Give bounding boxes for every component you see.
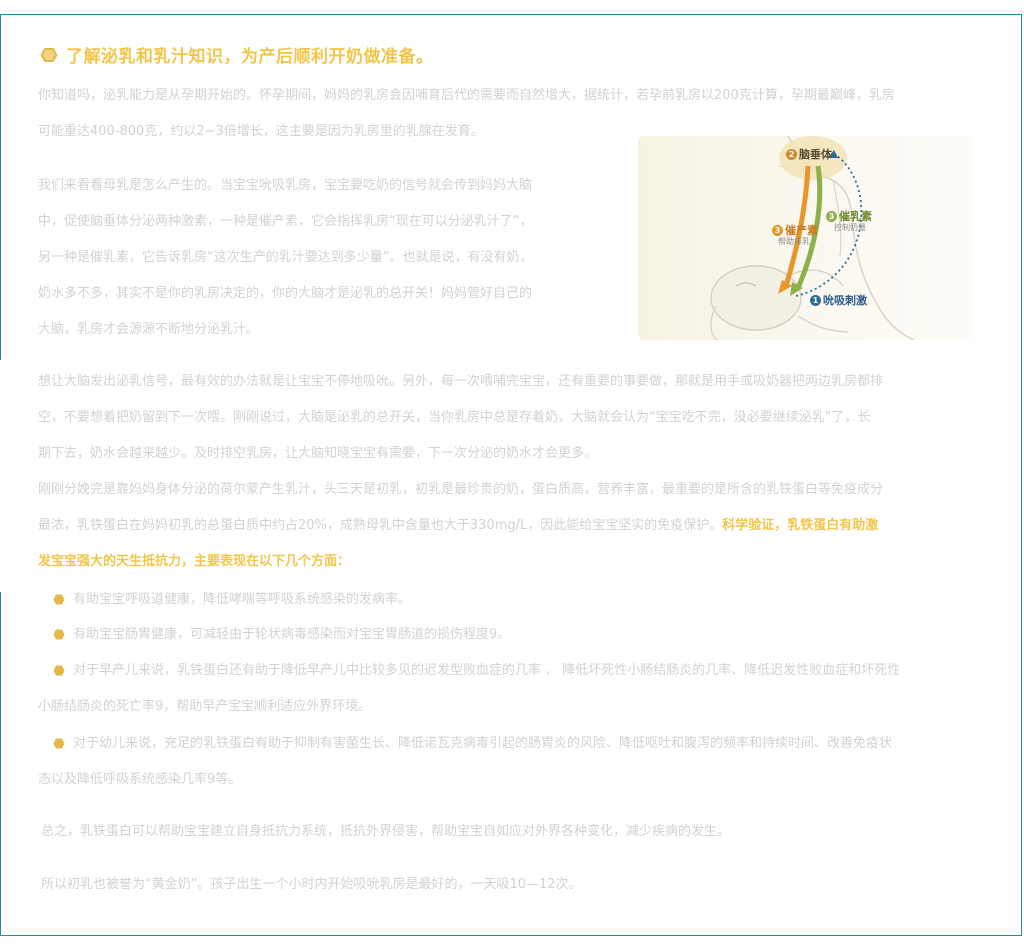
step-3b-badge: 3 (772, 225, 783, 236)
hexagon-bullet-icon (53, 629, 65, 640)
benefit-item-respiratory: 有助宝宝呼吸道健康，降低哮喘等呼吸系统感染的发病率。 (53, 582, 411, 618)
step-1-badge: 1 (810, 295, 821, 306)
production-line-3: 另一种是催乳素，它告诉乳房“这次生产的乳汁要达到多少量”。也就是说，有没有奶， (38, 250, 533, 265)
benefit-item-toddler: 对于幼儿来说，充足的乳铁蛋白有助于抑制有害菌生长、降低诺瓦克病毒引起的肠胃炎的风… (53, 726, 892, 762)
summary-text: 总之，乳铁蛋白可以帮助宝宝建立自身抵抗力系统，抵抗外界侵害，帮助宝宝自如应对外界… (41, 824, 731, 839)
production-line-5: 大脑，乳房才会源源不断地分泌乳汁。 (38, 322, 260, 337)
step-2-badge: 2 (786, 149, 797, 160)
production-line-4: 奶水多不多，其实不是你的乳房决定的，你的大脑才是泌乳的总开关！妈妈管好自己的 (38, 286, 533, 301)
benefit-toddler-continued: 态以及降低呼吸系统感染几率9等。 (38, 762, 241, 798)
benefit-text: 有助宝宝肠胃健康，可减轻由于轮状病毒感染而对宝宝胃肠道的损伤程度9。 (73, 627, 511, 642)
colostrum-highlight-2: 发宝宝强大的天生抵抗力，主要表现在以下几个方面： (38, 554, 351, 569)
content-frame (0, 14, 1022, 936)
benefit-item-digestive: 有助宝宝肠胃健康，可减轻由于轮状病毒感染而对宝宝胃肠道的损伤程度9。 (53, 617, 510, 653)
closing-paragraph: 所以初乳也被誉为“黄金奶”。孩子出生一个小时内开始吸吮乳房是最好的，一天吸10—… (41, 867, 582, 903)
benefit-text: 对于早产儿来说，乳铁蛋白还有助于降低早产儿中比较多见的迟发型败血症的几率 、 降… (73, 663, 901, 678)
production-line-2: 中，促使脑垂体分泌两种激素，一种是催产素，它会指挥乳房“现在可以分泌乳汁了”， (38, 214, 533, 229)
oxytocin-text: 催产素 (785, 224, 818, 237)
oxytocin-subtext: 帮助排乳 (778, 237, 810, 246)
intro-paragraph: 你知道吗，泌乳能力是从孕期开始的。怀孕期间，妈妈的乳房会因哺育后代的需要而自然增… (38, 78, 895, 150)
colostrum-line-2: 最浓，乳铁蛋白在妈妈初乳的总蛋白质中约占20%，成熟母乳中含量也大于330mg/… (38, 518, 723, 533)
frame-gap (0, 360, 3, 592)
step-3a-badge: 3 (826, 211, 837, 222)
benefit-text-continued: 小肠结肠炎的死亡率9，帮助早产宝宝顺利适应外界环境。 (38, 699, 372, 714)
prolactin-text: 催乳素 (839, 210, 872, 223)
intro-line-2: 可能重达400-800克，约以2~3倍增长，这主要是因为乳房里的乳腺在发育。 (38, 124, 484, 139)
colostrum-paragraph: 刚刚分娩完是靠妈妈身体分泌的荷尔蒙产生乳汁，头三天是初乳，初乳是最珍贵的奶，蛋白… (38, 472, 883, 580)
suckling-line-1: 想让大脑发出泌乳信号，最有效的办法就是让宝宝不停地吸吮。另外，每一次喂哺完宝宝，… (38, 374, 884, 389)
benefit-item-premature: 对于早产儿来说，乳铁蛋白还有助于降低早产儿中比较多见的迟发型败血症的几率 、 降… (53, 653, 900, 689)
closing-text: 所以初乳也被誉为“黄金奶”。孩子出生一个小时内开始吸吮乳房是最好的，一天吸10—… (41, 877, 582, 892)
benefit-text-continued: 态以及降低呼吸系统感染几率9等。 (38, 772, 242, 787)
page-title: 了解泌乳和乳汁知识，为产后顺利开奶做准备。 (66, 47, 434, 67)
benefit-text: 对于幼儿来说，充足的乳铁蛋白有助于抑制有害菌生长、降低诺瓦克病毒引起的肠胃炎的风… (73, 736, 893, 751)
summary-paragraph: 总之，乳铁蛋白可以帮助宝宝建立自身抵抗力系统，抵抗外界侵害，帮助宝宝自如应对外界… (41, 814, 730, 850)
intro-line-1: 你知道吗，泌乳能力是从孕期开始的。怀孕期间，妈妈的乳房会因哺育后代的需要而自然增… (38, 88, 895, 103)
prolactin-subtext: 控制奶量 (834, 223, 866, 232)
hexagon-bullet-icon (53, 665, 65, 676)
suckling-paragraph: 想让大脑发出泌乳信号，最有效的办法就是让宝宝不停地吸吮。另外，每一次喂哺完宝宝，… (38, 364, 883, 472)
hexagon-bullet-icon (53, 738, 65, 749)
suckling-stimulus-text: 吮吸刺激 (823, 294, 867, 307)
hexagon-bullet-icon (40, 47, 58, 62)
colostrum-line-1: 刚刚分娩完是靠妈妈身体分泌的荷尔蒙产生乳汁，头三天是初乳，初乳是最珍贵的奶，蛋白… (38, 482, 884, 497)
mother-baby-drawing (710, 136, 915, 340)
benefit-premature-continued: 小肠结肠炎的死亡率9，帮助早产宝宝顺利适应外界环境。 (38, 689, 371, 725)
production-line-1: 我们来看看母乳是怎么产生的。当宝宝吮吸乳房，宝宝要吃奶的信号就会传到妈妈大脑 (38, 178, 533, 193)
hexagon-bullet-icon (53, 594, 65, 605)
production-paragraph: 我们来看看母乳是怎么产生的。当宝宝吮吸乳房，宝宝要吃奶的信号就会传到妈妈大脑 中… (38, 168, 532, 348)
suckling-line-3: 期下去，奶水会越来越少。及时排空乳房，让大脑知晓宝宝有需要，下一次分泌的奶水才会… (38, 446, 598, 461)
suckling-line-2: 空，不要想着把奶留到下一次喂。刚刚说过，大脑是泌乳的总开关，当你乳房中总是存着奶… (38, 410, 871, 425)
benefit-text: 有助宝宝呼吸道健康，降低哮喘等呼吸系统感染的发病率。 (73, 592, 412, 607)
colostrum-highlight-1: 科学验证，乳铁蛋白有助激 (722, 518, 879, 533)
pituitary-text: 脑垂体 (799, 148, 832, 161)
section-heading: 了解泌乳和乳汁知识，为产后顺利开奶做准备。 (40, 42, 434, 67)
